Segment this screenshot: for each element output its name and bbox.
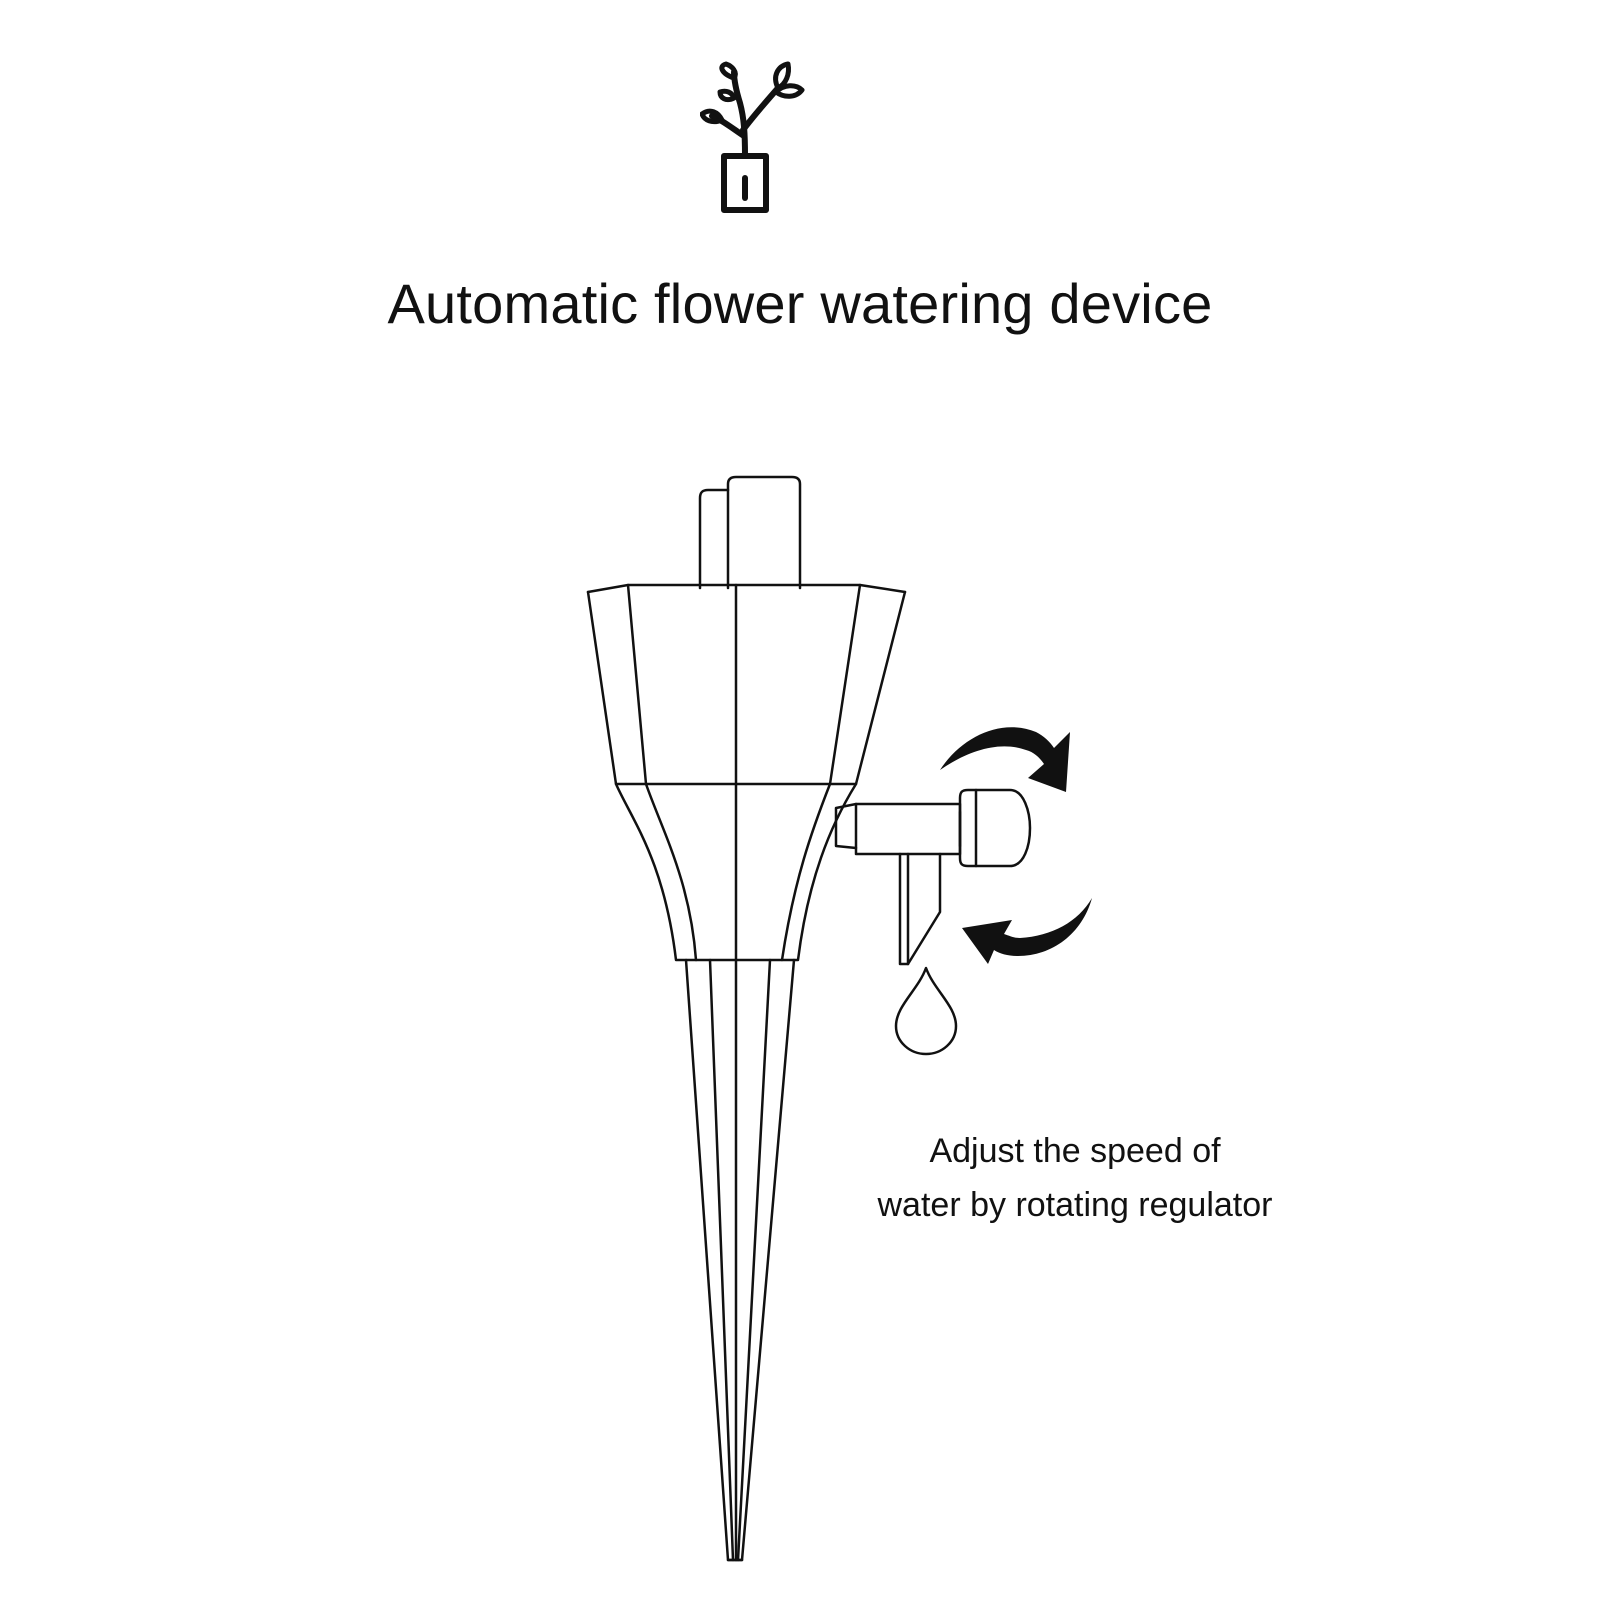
bottle-connector [698, 475, 802, 590]
flow-regulator [834, 788, 1032, 966]
funnel-rim [586, 583, 907, 594]
caption-line-1: Adjust the speed of [929, 1132, 1221, 1170]
funnel-body [586, 590, 907, 786]
caption-line-2: water by rotating regulator [877, 1186, 1273, 1224]
ground-spike [684, 958, 796, 1562]
plant-logo-icon [700, 61, 805, 213]
rotate-arrow-icon [940, 727, 1070, 792]
water-drop-icon [894, 966, 958, 1056]
regulator-caption: Adjust the speed of water by rotating re… [850, 1124, 1300, 1232]
page-title: Automatic flower watering device [387, 272, 1213, 335]
rotate-arrow-icon [962, 898, 1092, 964]
